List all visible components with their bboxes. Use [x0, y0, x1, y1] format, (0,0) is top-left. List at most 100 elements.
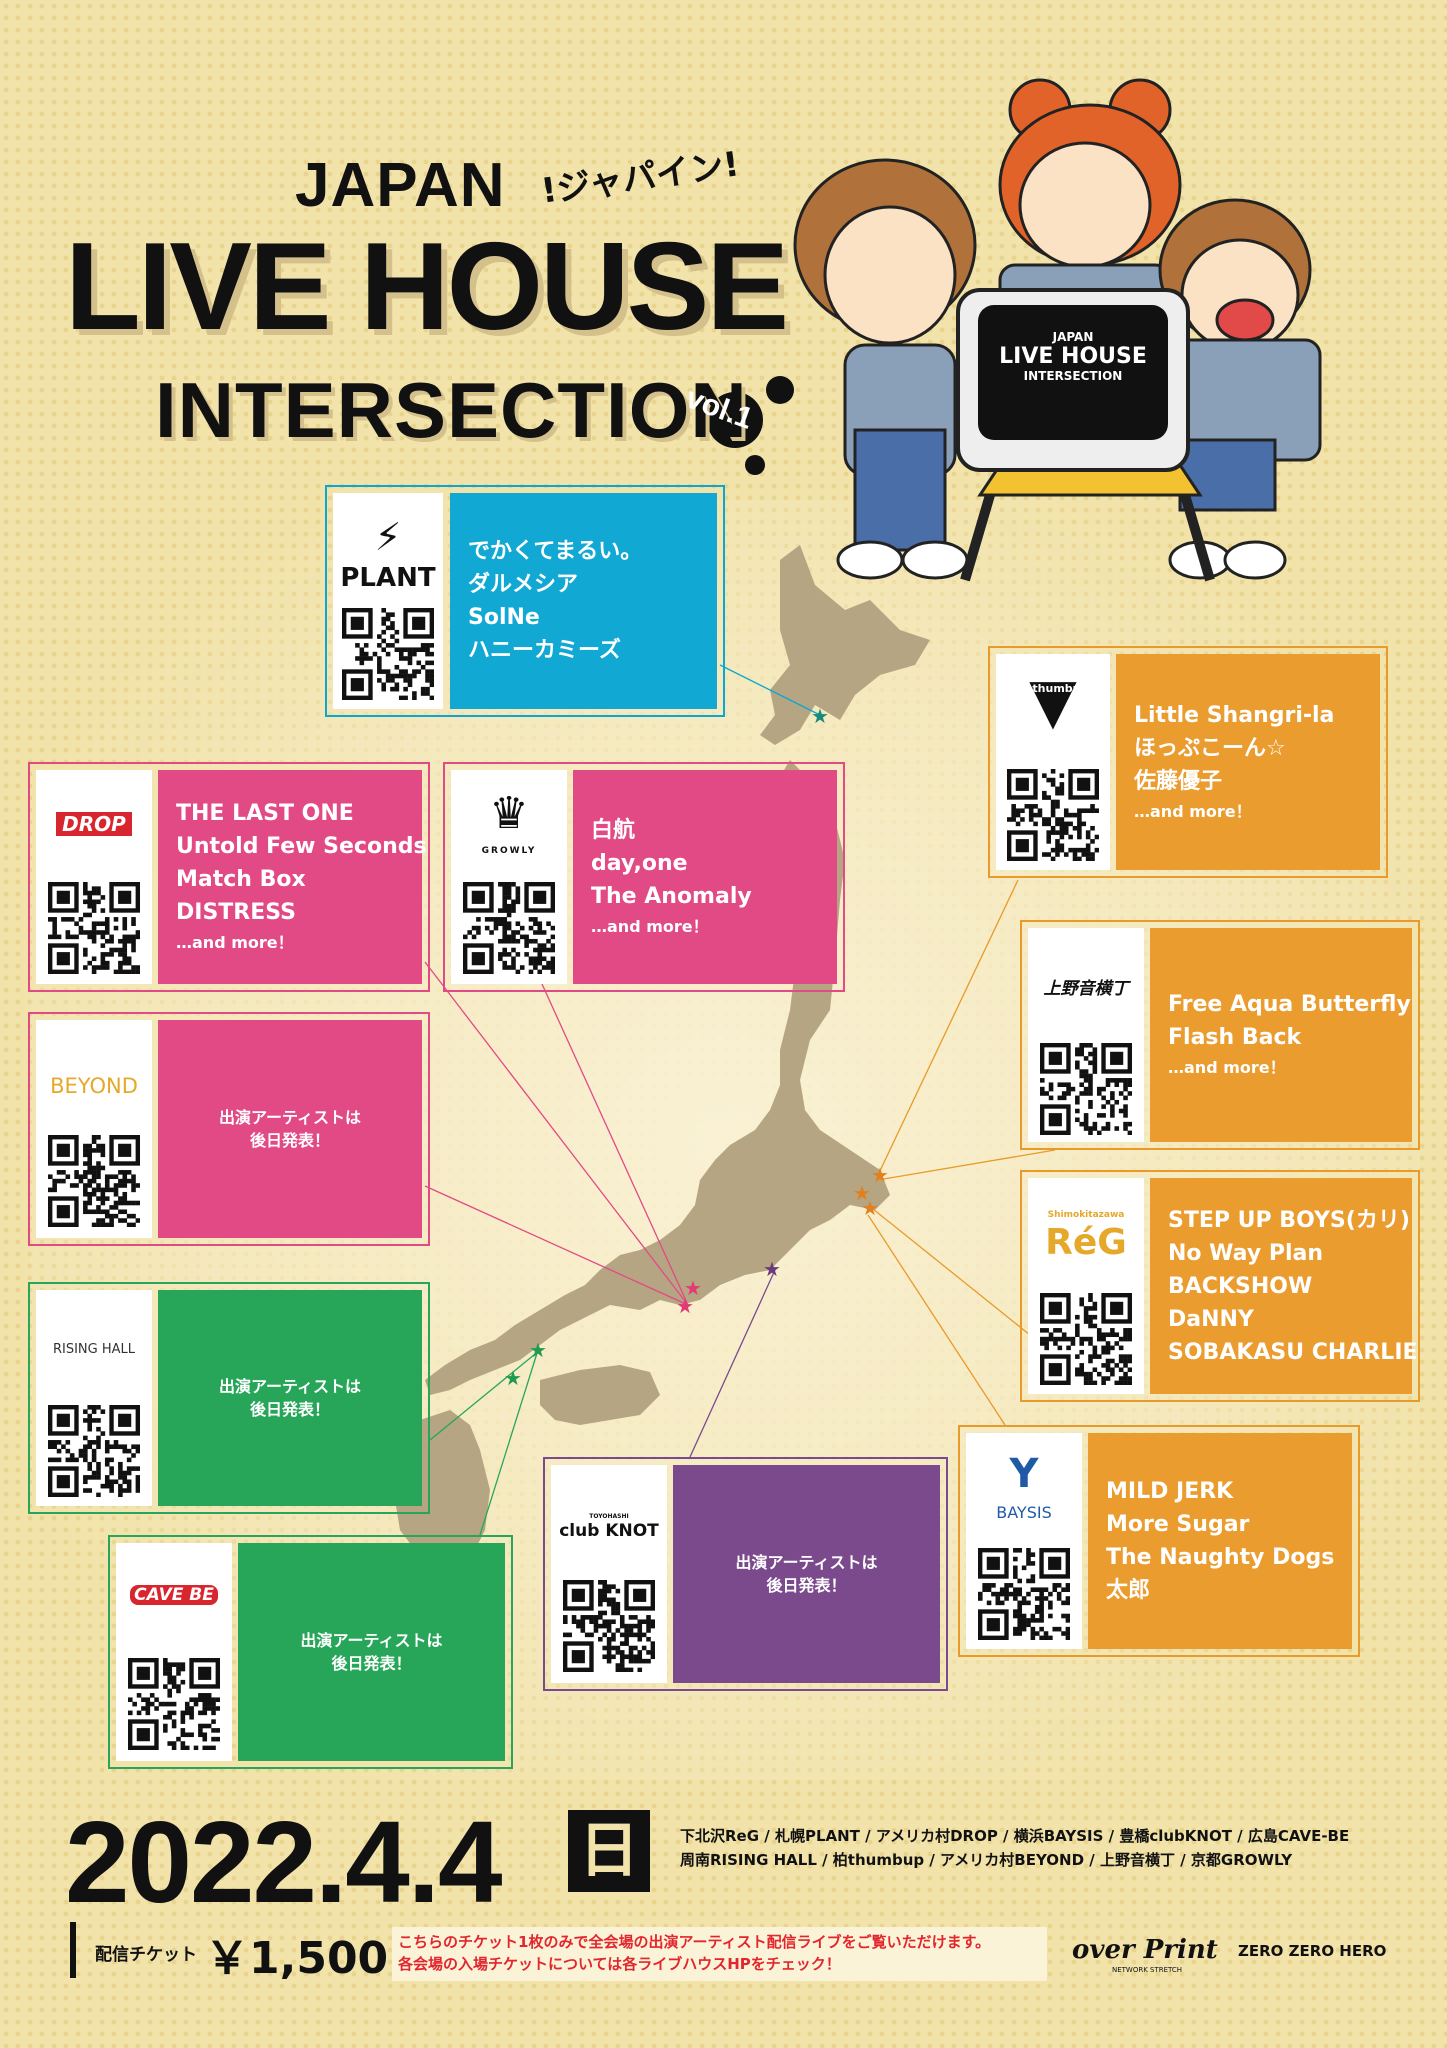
title-live-house: LIVE HOUSE	[65, 218, 789, 356]
cave-be-tba: 出演アーティストは 後日発表！	[300, 1631, 443, 1673]
venue-card-drop[interactable]: DROP THE LAST ONE Untold Few Seconds Mat…	[28, 762, 430, 992]
artist-name: THE LAST ONE	[176, 801, 354, 826]
growly-logo: GROWLY	[481, 846, 537, 856]
title-intersection: INTERSECTION	[155, 366, 748, 454]
and-more-label: …and more！	[1168, 1058, 1286, 1077]
event-date: 2022.4.4	[65, 1797, 503, 1927]
artist-name: Match Box	[176, 867, 306, 892]
cave-be-logo: CAVE BE	[130, 1585, 218, 1605]
and-more-label: …and more！	[1134, 801, 1252, 821]
venue-card-baysis[interactable]: Y BAYSIS MILD JERK More Sugar The Naught…	[958, 1425, 1360, 1657]
star-reg: ★	[853, 1181, 871, 1205]
baysis-logo: BAYSIS	[996, 1503, 1052, 1522]
rising-hall-logo: RISING HALL	[52, 1342, 136, 1357]
artist-name: 太郎	[1106, 1578, 1151, 1603]
over-print-logo: over Print	[1072, 1935, 1218, 1965]
venue-card-beyond[interactable]: BEYOND 出演アーティストは 後日発表！	[28, 1012, 430, 1246]
star-drop: ★	[684, 1276, 702, 1300]
artist-name: day,one	[591, 850, 688, 876]
venue-card-cave-be[interactable]: CAVE BE 出演アーティストは 後日発表！	[108, 1535, 513, 1769]
knot-logo: club KNOT	[559, 1521, 659, 1541]
artist-name: SolNe	[468, 605, 540, 630]
baysis-qr-code[interactable]	[978, 1548, 1071, 1641]
crown-icon: ♛	[489, 788, 529, 839]
artist-name: 白航	[591, 817, 636, 843]
ticket-price: ￥1,500	[205, 1933, 389, 1984]
artist-name: DaNNY	[1168, 1306, 1254, 1332]
artist-name: ダルメシア	[468, 572, 579, 597]
star-plant: ★	[811, 704, 829, 728]
plant-logo: ⚡	[374, 515, 402, 559]
star-cave-be: ★	[529, 1338, 547, 1362]
knot-qr-code[interactable]	[563, 1580, 656, 1673]
growly-artist-list: 白航 day,one The Anomaly …and more！	[591, 770, 752, 984]
drop-qr-code[interactable]	[48, 882, 141, 975]
drop-artist-list: THE LAST ONE Untold Few Seconds Match Bo…	[176, 770, 427, 984]
artist-name: Flash Back	[1168, 1025, 1302, 1050]
event-day-of-week: 日	[568, 1810, 650, 1892]
venue-list-line: 下北沢ReG / 札幌PLANT / アメリカ村DROP / 横浜BAYSIS …	[680, 1827, 1350, 1845]
ticket-divider	[70, 1922, 76, 1978]
thumbup-artist-list: Little Shangri-la ほっぷこーん☆ 佐藤優子 …and more…	[1134, 654, 1334, 870]
artist-name: ハニーカミーズ	[468, 638, 621, 663]
map-honshu	[425, 760, 890, 1395]
artist-name: More Sugar	[1106, 1512, 1250, 1537]
artist-name: DISTRESS	[176, 900, 296, 925]
artist-name: No Way Plan	[1168, 1240, 1324, 1266]
tv-japan: JAPAN	[1052, 330, 1094, 344]
plant-qr-code[interactable]	[342, 608, 435, 701]
star-thumbup: ★	[871, 1163, 889, 1187]
rising-hall-tba: 出演アーティストは 後日発表！	[218, 1377, 362, 1419]
venue-card-knot[interactable]: TOYOHASHI club KNOT 出演アーティストは 後日発表！	[543, 1457, 948, 1691]
ticket-note-line: こちらのチケット1枚のみで全会場の出演アーティスト配信ライブをご覧いただけます。	[398, 1933, 991, 1951]
venue-card-plant[interactable]: ⚡ PLANT でかくてまるい。 ダルメシア SolNe ハニーカミーズ	[325, 485, 725, 717]
venue-list-line: 周南RISING HALL / 柏thumbup / アメリカ村BEYOND /…	[680, 1851, 1293, 1869]
artist-name: Little Shangri-la	[1134, 702, 1335, 728]
beyond-tba: 出演アーティストは 後日発表！	[218, 1108, 362, 1150]
artist-name: STEP UP BOYS(カリ)	[1168, 1207, 1410, 1233]
title-japan: JAPAN	[295, 151, 506, 220]
venue-card-uenoyokocho[interactable]: 上野音横丁 Free Aqua Butterfly Flash Back …an…	[1020, 920, 1420, 1150]
characters-illustration	[707, 78, 1322, 582]
artist-name: Free Aqua Butterfly	[1168, 992, 1411, 1017]
beyond-logo: BEYOND	[50, 1074, 138, 1098]
over-print-sub: NETWORK STRETCH	[1112, 1966, 1183, 1974]
map-shikoku	[540, 1365, 660, 1425]
baysis-artist-list: MILD JERK More Sugar The Naughty Dogs 太郎	[1106, 1433, 1334, 1649]
baysis-logo-icon: Y	[1009, 1451, 1039, 1497]
reg-qr-code[interactable]	[1040, 1293, 1133, 1386]
thumbup-qr-code[interactable]	[1007, 769, 1100, 862]
artist-name: でかくてまるい。	[468, 539, 643, 564]
uenoyokocho-qr-code[interactable]	[1040, 1043, 1133, 1136]
thumbup-logo-icon: ▼	[1029, 664, 1077, 737]
tv-screen-text: JAPAN LIVE HOUSE INTERSECTION	[978, 330, 1168, 383]
beyond-qr-code[interactable]	[48, 1135, 141, 1228]
artist-name: BACKSHOW	[1168, 1273, 1313, 1299]
growly-qr-code[interactable]	[463, 882, 556, 975]
thumbup-logo: 柏 thumbup	[1017, 682, 1089, 695]
artist-name: The Naughty Dogs	[1106, 1545, 1335, 1570]
cave-be-qr-code[interactable]	[128, 1658, 221, 1751]
venue-card-rising-hall[interactable]: RISING HALL 出演アーティストは 後日発表！	[28, 1282, 430, 1514]
tv-intersection: INTERSECTION	[1023, 369, 1123, 383]
venue-list: 下北沢ReG / 札幌PLANT / アメリカ村DROP / 横浜BAYSIS …	[680, 1824, 1349, 1872]
plant-logo-text: PLANT	[340, 563, 436, 593]
ticket-note-line: 各会場の入場チケットについては各ライブハウスHPをチェック！	[398, 1955, 841, 1973]
ticket-note: こちらのチケット1枚のみで全会場の出演アーティスト配信ライブをご覧いただけます。…	[392, 1927, 1047, 1981]
artist-name: The Anomaly	[591, 883, 752, 909]
plant-artist-list: でかくてまるい。 ダルメシア SolNe ハニーカミーズ	[468, 493, 642, 709]
uenoyokocho-logo: 上野音横丁	[1043, 979, 1129, 999]
venue-card-growly[interactable]: ♛ GROWLY 白航 day,one The Anomaly …and mor…	[443, 762, 845, 992]
artist-name: Untold Few Seconds	[176, 834, 427, 859]
artist-name: ほっぷこーん☆	[1134, 735, 1286, 761]
venue-card-reg[interactable]: Shimokitazawa RéG STEP UP BOYS(カリ) No Wa…	[1020, 1170, 1420, 1402]
knot-tba: 出演アーティストは 後日発表！	[735, 1553, 878, 1595]
knot-logo-small: TOYOHASHI	[589, 1513, 629, 1520]
rising-hall-qr-code[interactable]	[48, 1405, 141, 1498]
star-beyond: ★	[676, 1294, 694, 1318]
uenoyokocho-artist-list: Free Aqua Butterfly Flash Back …and more…	[1168, 928, 1411, 1142]
star-knot: ★	[763, 1257, 781, 1281]
drop-logo: DROP	[56, 812, 132, 836]
zero-zero-hero-logo: ZERO ZERO HERO	[1238, 1942, 1387, 1960]
venue-card-thumbup[interactable]: ▼ 柏 thumbup Little Shangri-la ほっぷこーん☆ 佐藤…	[988, 646, 1388, 878]
